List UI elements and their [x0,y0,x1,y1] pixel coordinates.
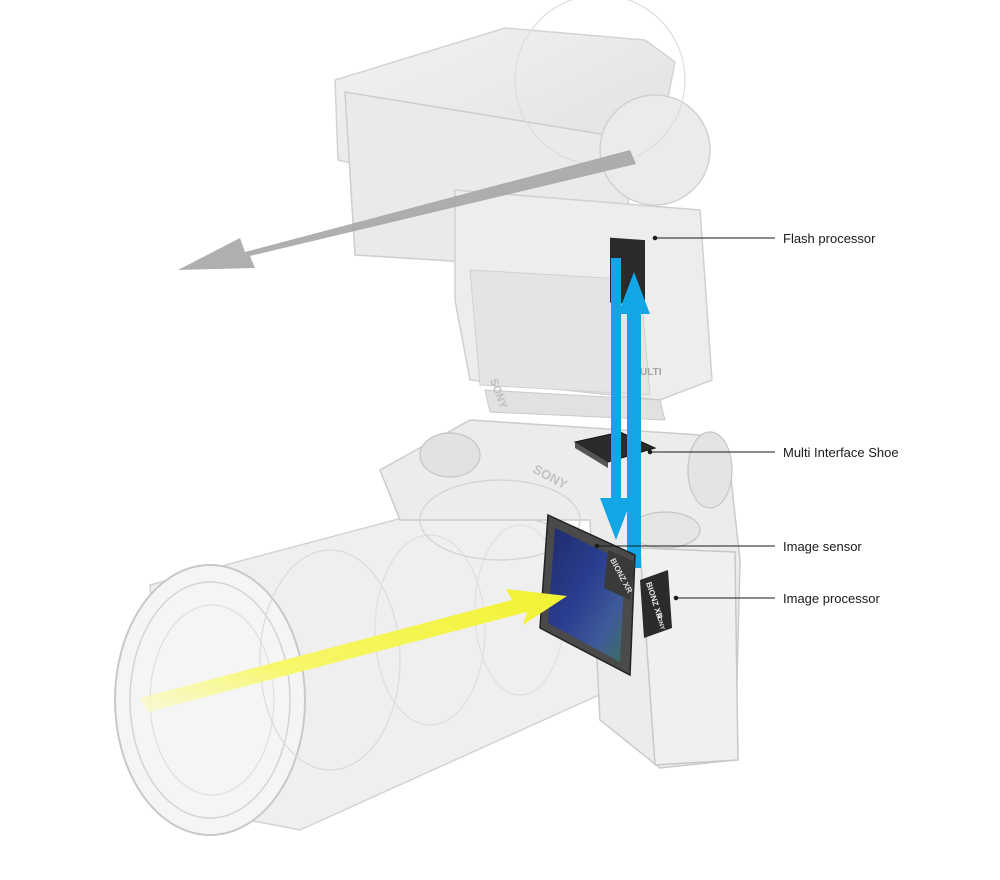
flash-unit-illustration: SONY ULTI [334,0,713,421]
callout-image-processor: Image processor [783,591,880,606]
image-sensor-part: BIONZ XR [539,513,636,677]
callout-lines [594,235,775,601]
incoming-light-arrow [140,589,567,712]
flash-output-arrow [178,150,636,270]
flash-model-mark: ULTI [640,367,662,378]
callout-flash-processor: Flash processor [783,231,876,246]
callout-multi-interface-shoe: Multi Interface Shoe [783,445,899,460]
lens-illustration [114,499,611,836]
signal-arrows [600,258,650,568]
processor-maker-label: SONY [654,613,665,631]
callout-image-sensor: Image sensor [783,539,862,554]
image-processor-chip: BIONZ XR SONY [640,570,672,638]
